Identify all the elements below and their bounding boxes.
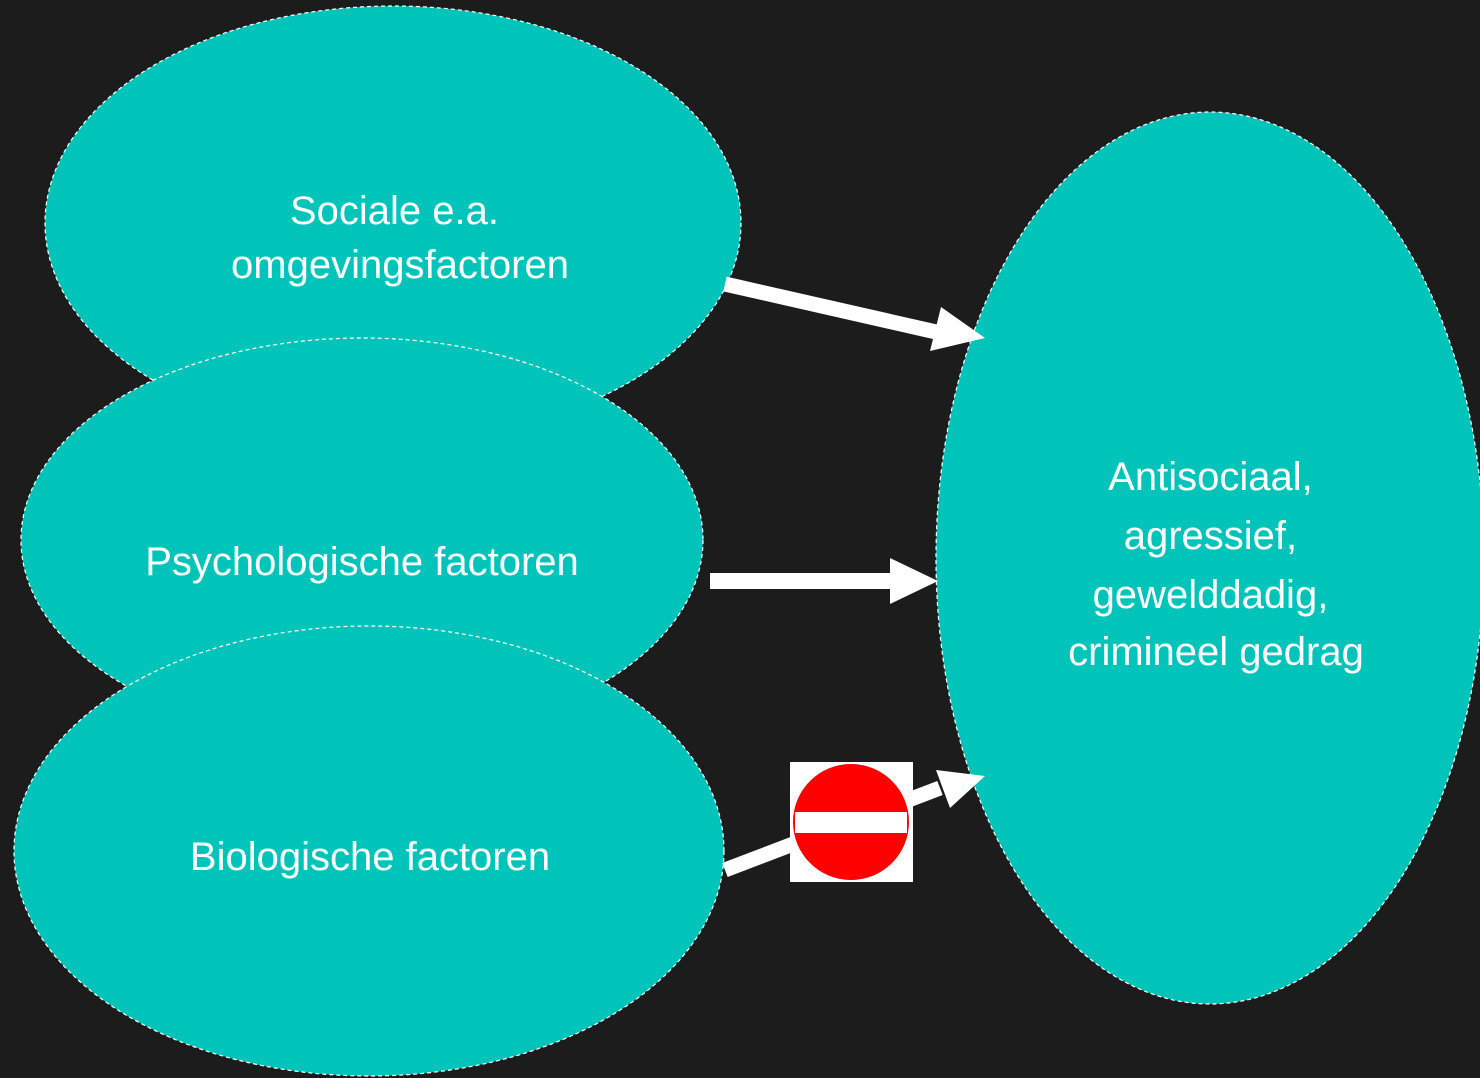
social-label-line1: Sociale e.a. [290, 189, 499, 233]
outcome-label-line3: gewelddadig, [1093, 573, 1329, 617]
psychological-label: Psychologische factoren [145, 540, 579, 584]
no-entry-sign-icon [790, 762, 913, 882]
biological-label: Biologische factoren [190, 835, 550, 879]
arrow-social-to-outcome [723, 276, 985, 351]
arrow-psychological-to-outcome [710, 558, 938, 604]
social-label-line2: omgevingsfactoren [231, 243, 569, 287]
outcome-label: Antisociaal, agressief, gewelddadig, cri… [1068, 455, 1364, 674]
node-outcome [935, 111, 1480, 1005]
psychological-label-line1: Psychologische factoren [145, 540, 579, 584]
node-biological [13, 625, 725, 1077]
biological-label-line1: Biologische factoren [190, 835, 550, 879]
outcome-label-line2: agressief, [1124, 514, 1297, 558]
node-psychological [20, 337, 704, 743]
social-label: Sociale e.a. omgevingsfactoren [231, 189, 569, 287]
outcome-label-line4: crimineel gedrag [1068, 630, 1364, 674]
outcome-label-line1: Antisociaal, [1108, 455, 1313, 499]
